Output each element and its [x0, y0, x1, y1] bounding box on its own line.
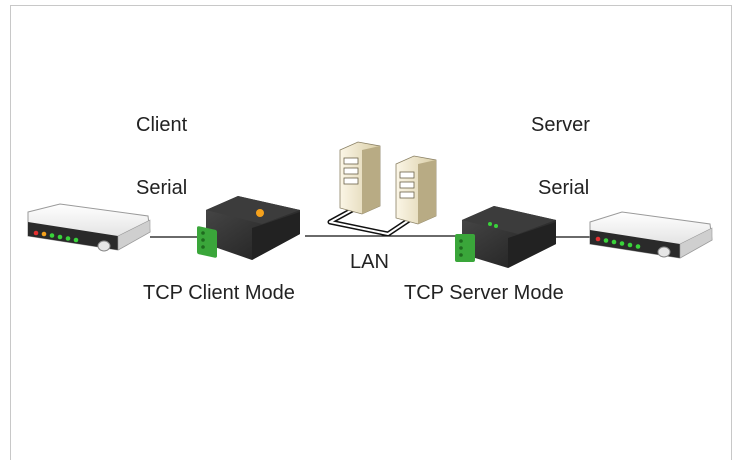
lan-label: LAN	[350, 251, 389, 273]
serial-label-left: Serial	[136, 177, 188, 199]
serial-converter-icon	[455, 206, 556, 268]
client-label: Client	[136, 114, 188, 136]
serial-converter-icon	[197, 196, 300, 260]
serial-label-right: Serial	[538, 177, 590, 199]
tcp-client-mode-label: TCP Client Mode	[143, 282, 295, 304]
server-tower-icon	[339, 141, 437, 225]
serial-device-icon	[589, 211, 713, 259]
server-label: Server	[531, 114, 590, 136]
diagram-frame	[10, 5, 732, 460]
serial-device-icon	[27, 203, 151, 252]
tcp-server-mode-label: TCP Server Mode	[404, 282, 564, 304]
